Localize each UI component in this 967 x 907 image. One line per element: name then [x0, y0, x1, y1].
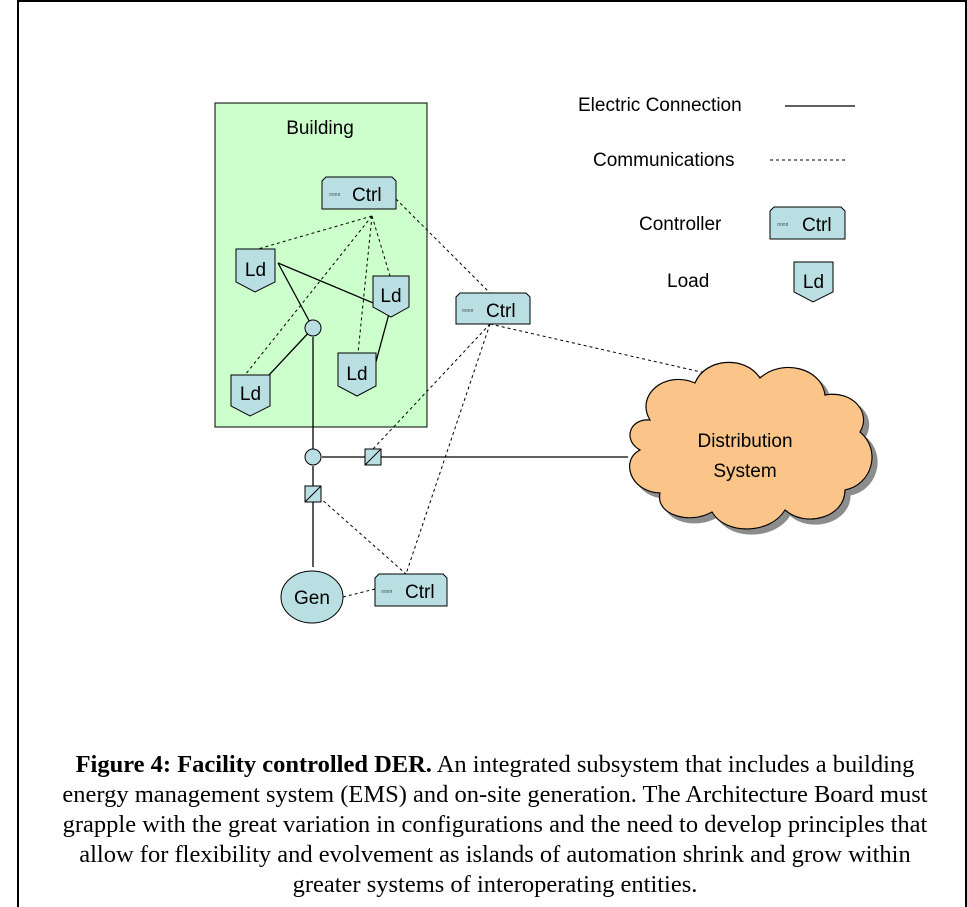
caption-body: An integrated subsystem that includes a …	[62, 751, 928, 898]
load-device: Ld	[337, 352, 377, 397]
building-label: Building	[286, 118, 354, 139]
junction-node	[304, 448, 322, 466]
svg-text:Ld: Ld	[240, 384, 261, 405]
svg-text:Ld: Ld	[803, 272, 824, 293]
svg-text:Ctrl: Ctrl	[802, 215, 832, 236]
svg-text:Ctrl: Ctrl	[405, 582, 435, 603]
legend: Electric Connection Communications Contr…	[578, 95, 855, 303]
junction-node	[304, 319, 322, 337]
svg-text:▫▫▫▫: ▫▫▫▫	[381, 587, 393, 596]
legend-controller-label: Controller	[639, 214, 722, 235]
legend-communications-label: Communications	[593, 150, 735, 171]
svg-text:Ld: Ld	[245, 260, 266, 281]
legend-controller-icon: ▫▫▫▫ Ctrl	[769, 206, 846, 240]
legend-load-label: Load	[667, 271, 709, 292]
svg-text:▫▫▫▫: ▫▫▫▫	[329, 190, 341, 199]
svg-text:Ctrl: Ctrl	[352, 185, 382, 206]
controller-facility: ▫▫▫▫ Ctrl	[455, 292, 531, 325]
distribution-system-cloud: Distribution System	[629, 361, 873, 530]
svg-text:System: System	[713, 461, 776, 482]
controller-generator: ▫▫▫▫ Ctrl	[374, 573, 448, 607]
svg-text:Ctrl: Ctrl	[486, 301, 516, 322]
legend-load-icon: Ld	[793, 261, 834, 303]
controller-building: ▫▫▫▫ Ctrl	[321, 176, 397, 210]
svg-text:Ld: Ld	[346, 364, 367, 385]
svg-text:Ld: Ld	[380, 286, 401, 307]
figure-frame	[17, 0, 967, 907]
svg-text:▫▫▫▫: ▫▫▫▫	[777, 220, 789, 229]
breaker-switch	[364, 448, 382, 466]
caption-lead: Figure 4: Facility controlled DER.	[75, 751, 432, 778]
svg-text:Distribution: Distribution	[697, 431, 792, 452]
svg-text:Gen: Gen	[294, 588, 330, 609]
svg-text:▫▫▫▫: ▫▫▫▫	[462, 306, 474, 315]
breaker-switch	[304, 485, 322, 503]
load-device: Ld	[230, 374, 271, 417]
figure-caption: Figure 4: Facility controlled DER. An in…	[60, 750, 930, 900]
load-device: Ld	[235, 248, 276, 293]
der-diagram: Building ▫▫▫▫	[214, 95, 873, 624]
generator: Gen	[280, 570, 344, 624]
load-device: Ld	[372, 275, 410, 318]
legend-electric-label: Electric Connection	[578, 95, 742, 116]
